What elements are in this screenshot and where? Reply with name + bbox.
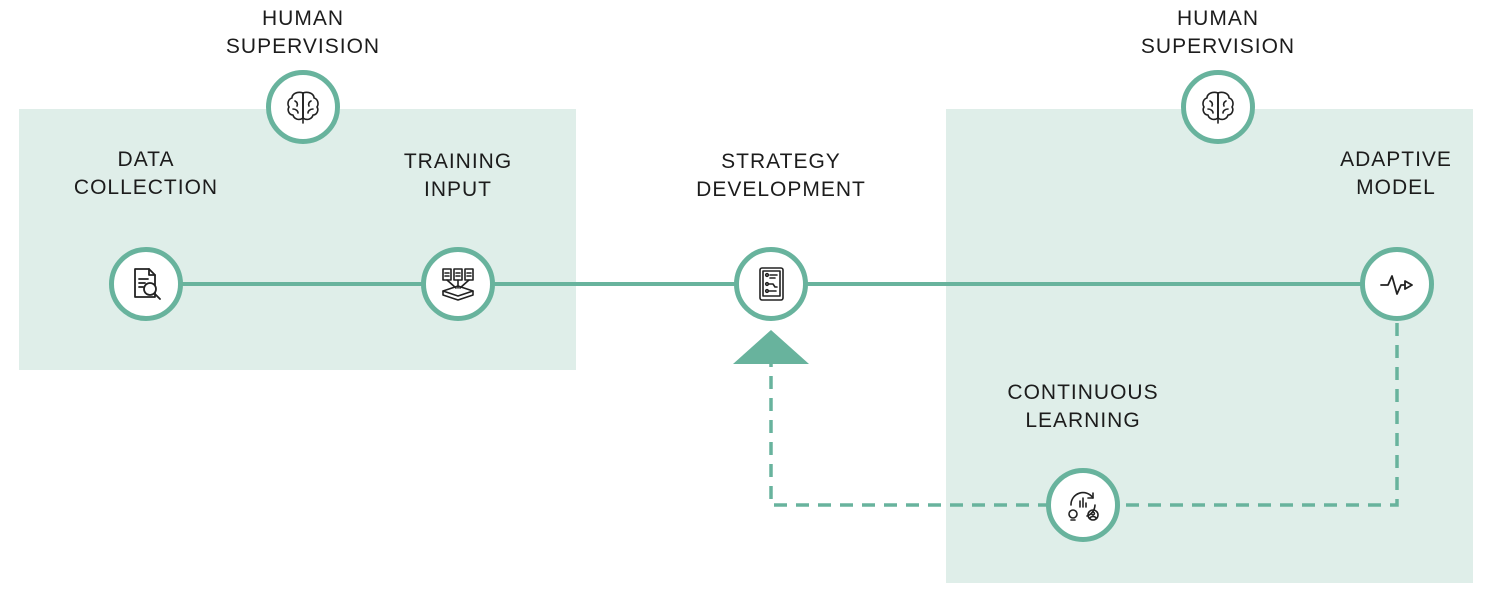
brain-icon [287,91,319,124]
data-collection-label: DATA COLLECTION [73,148,219,199]
feedback-arrowhead [733,330,809,364]
learning-cycle-icon [1068,491,1099,521]
strategy-development-node [734,247,808,321]
continuous-learning-node [1046,468,1120,542]
circuit-tablet-icon [759,267,784,301]
human-supervision-right-node [1181,70,1255,144]
right-highlight-panel [946,109,1473,583]
continuous-learning-label: CONTINUOUS LEARNING [1007,381,1159,432]
strategy-development-label: STRATEGY DEVELOPMENT [696,150,866,201]
signal-wave-icon [1380,275,1413,295]
adaptive-model-label: ADAPTIVE MODEL [1340,148,1452,199]
left-highlight-panel [19,109,576,370]
human-supervision-left-node [266,70,340,144]
data-collection-node [109,247,183,321]
document-search-icon [134,268,161,300]
training-input-label: TRAINING INPUT [403,150,513,201]
human-supervision-left-label: HUMAN SUPERVISION [225,7,381,58]
adaptive-model-node [1360,247,1434,321]
training-input-node [421,247,495,321]
documents-into-box-icon [442,268,474,301]
human-supervision-right-label: HUMAN SUPERVISION [1140,7,1296,58]
brain-icon [1202,91,1234,124]
